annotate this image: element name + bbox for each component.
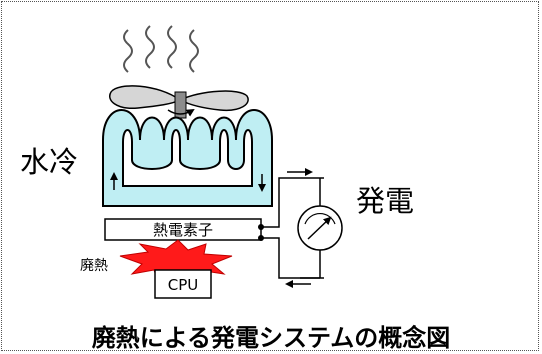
- heat-waves-icon: [123, 25, 199, 73]
- meter-icon: [297, 178, 343, 278]
- cpu-chip: CPU: [154, 269, 212, 299]
- water-cooling-channel: [102, 109, 273, 207]
- thermoelectric-element: 熱電素子: [104, 218, 262, 241]
- water-cooling-label: 水冷: [20, 145, 79, 179]
- cpu-label: CPU: [168, 276, 199, 294]
- thermoelectric-element-label: 熱電素子: [153, 221, 213, 239]
- junction-dot: [258, 235, 264, 241]
- power-generation-label: 発電: [356, 184, 415, 218]
- fan-icon: [109, 85, 249, 119]
- heat-burst-icon: [119, 239, 233, 283]
- junction-dot: [258, 224, 264, 230]
- diagram-caption: 廃熱による発電システムの概念図: [91, 324, 451, 352]
- waste-heat-label: 廃熱: [80, 258, 108, 274]
